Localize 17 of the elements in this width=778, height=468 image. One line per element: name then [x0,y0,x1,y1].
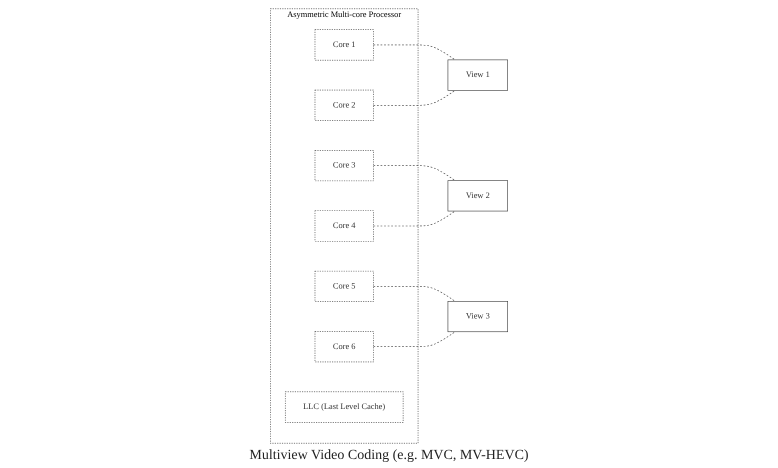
node-box: Core 4 [314,210,374,242]
connector [373,90,456,106]
node-box: View 1 [448,60,508,91]
connector [373,331,456,347]
node-box: LLC (Last Level Cache) [284,392,404,423]
connector [373,286,456,302]
connector [373,165,456,181]
connector [373,210,456,226]
node-box: Core 1 [314,29,374,60]
connector [373,44,456,60]
node-box: Core 6 [314,331,374,362]
node-box: Core 5 [314,270,374,302]
caption-text: Multiview Video Coding (e.g. MVC, MV-HEVC) [249,448,529,464]
node-box: View 3 [448,301,508,332]
node-box: View 2 [448,180,508,212]
node-box: Core 2 [314,90,374,121]
node-box: Core 3 [314,150,374,182]
